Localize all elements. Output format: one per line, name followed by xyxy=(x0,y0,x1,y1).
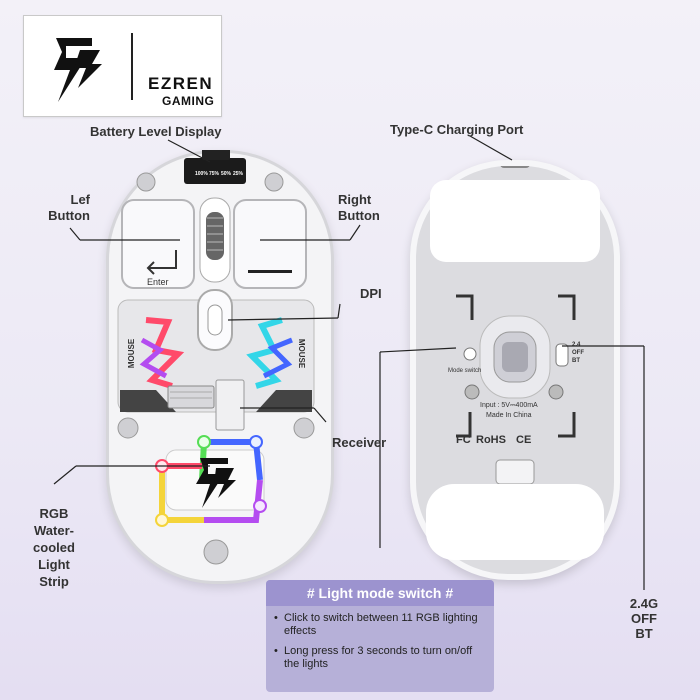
enter-key-label: Enter xyxy=(147,277,169,287)
right-button-label-line1: Right xyxy=(338,192,372,207)
switch-label-2: OFF xyxy=(572,350,584,356)
cert-fc: FC xyxy=(456,434,471,446)
battery-tick-25: 25% xyxy=(233,171,244,177)
battery-tick-75: 75% xyxy=(209,171,220,177)
battery-tick-100: 100% xyxy=(195,171,208,177)
rgb-label-line3: cooled xyxy=(33,540,75,555)
mode-switch-label: Mode switch xyxy=(448,368,482,374)
mouse-side-text-left: MOUSE xyxy=(127,338,137,369)
mode-label-line1: 2.4G xyxy=(629,596,659,611)
rgb-label-line2: Water- xyxy=(34,523,74,538)
lightning-logo-icon xyxy=(54,38,102,102)
mode-label-line3: BT xyxy=(635,626,653,641)
left-button-label: Lef Button xyxy=(38,192,90,224)
mode-label: 2.4G OFF BT xyxy=(622,596,666,641)
battery-label: Battery Level Display xyxy=(90,124,222,139)
light-mode-panel: # Light mode switch # Click to switch be… xyxy=(266,580,494,692)
mouse-bottom-view: Mode switch 2.4 OFF BT Input : 5V⎓400mA … xyxy=(410,160,620,580)
switch-label-1: 2.4 xyxy=(572,342,581,348)
rgb-label: RGB Water- cooled Light Strip xyxy=(22,505,86,590)
cert-ce: CE xyxy=(516,434,532,446)
receiver-label: Receiver xyxy=(332,435,387,450)
panel-item-long-press: Long press for 3 seconds to turn on/off … xyxy=(274,645,484,671)
input-spec: Input : 5V⎓400mA xyxy=(480,402,538,409)
rgb-label-line4: Light xyxy=(38,557,70,572)
made-in-label: Made In China xyxy=(486,412,532,419)
left-button-label-line1: Lef xyxy=(70,192,91,207)
right-button-label: Right Button xyxy=(338,192,380,224)
mode-label-line2: OFF xyxy=(631,611,657,626)
battery-tick-50: 50% xyxy=(221,171,232,177)
logo-divider xyxy=(131,33,133,100)
brand-subtitle: GAMING xyxy=(162,94,215,108)
typec-label: Type-C Charging Port xyxy=(390,122,524,137)
panel-title: # Light mode switch # xyxy=(266,580,494,606)
brand-name: EZREN xyxy=(148,74,214,93)
mouse-side-text-right: MOUSE xyxy=(297,338,307,369)
panel-item-click: Click to switch between 11 RGB lighting … xyxy=(274,612,484,638)
rgb-label-line5: Strip xyxy=(39,574,69,589)
panel-list: Click to switch between 11 RGB lighting … xyxy=(274,612,484,678)
switch-label-3: BT xyxy=(572,358,580,364)
brand-logo-box: EZREN GAMING xyxy=(23,15,222,117)
cert-rohs: RoHS xyxy=(476,434,506,446)
rgb-label-line1: RGB xyxy=(39,506,69,521)
right-button-label-line2: Button xyxy=(338,208,380,223)
dpi-label: DPI xyxy=(360,286,382,301)
left-button-label-line2: Button xyxy=(48,208,90,223)
mouse-top-view: 100% 75% 50% 25% Enter MOUSE MOUSE xyxy=(106,150,334,584)
